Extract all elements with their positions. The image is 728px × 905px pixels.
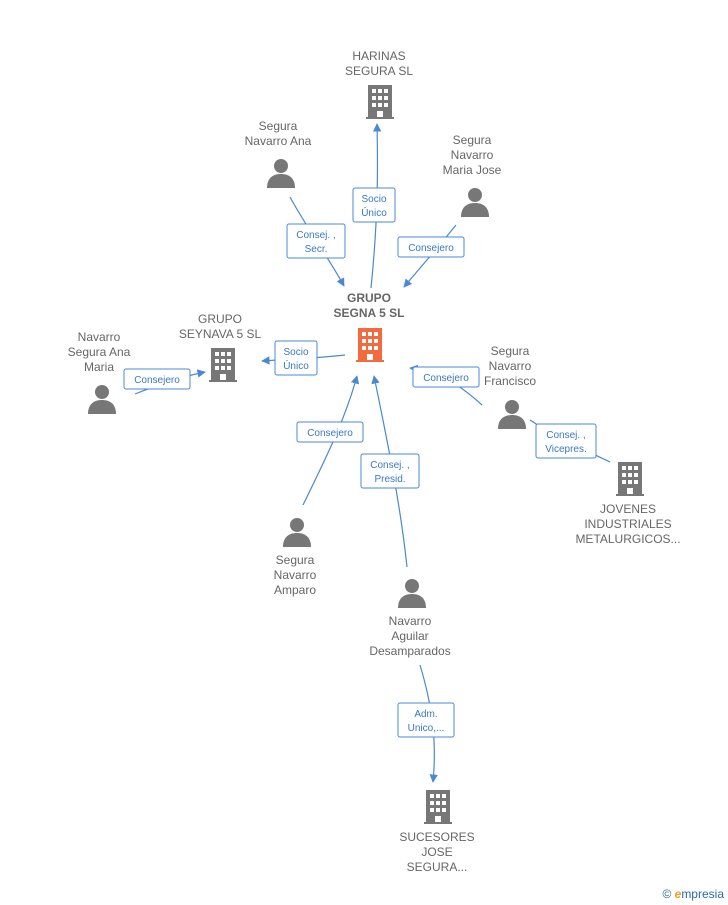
node-segura-francisco-label-1: Segura [491, 344, 530, 358]
empresia-watermark[interactable]: © empresia [662, 887, 724, 901]
relation-harinas-socio-line-2: Único [361, 206, 387, 219]
building-icon [424, 790, 452, 824]
node-segura-amparo-label-2: Navarro [274, 568, 317, 582]
person-icon [461, 188, 489, 217]
node-navarro-ana-maria-label-3: Maria [84, 360, 114, 374]
node-navarro-desamparados-label-2: Aguilar [391, 629, 428, 643]
relation-amparo-consejero[interactable]: Consejero [296, 421, 364, 443]
node-harinas[interactable]: HARINAS SEGURA SL [345, 49, 413, 119]
node-jovenes-label-3: METALURGICOS... [575, 532, 680, 546]
node-jovenes-label-1: JOVENES [600, 502, 656, 516]
relation-seynava-socio-line-1: Socio [283, 347, 308, 358]
relation-seynava-socio-line-2: Único [283, 359, 309, 372]
copyright-icon: © [662, 887, 672, 901]
relation-desamparados-adm-line-1: Adm. [414, 709, 437, 720]
relation-desamparados-adm[interactable]: Adm. Unico,... [397, 702, 455, 738]
node-segura-amparo-label-1: Segura [276, 553, 315, 567]
building-icon [209, 348, 237, 382]
node-sucesores-label-2: JOSE [421, 845, 452, 859]
node-navarro-ana-maria-label-1: Navarro [78, 330, 121, 344]
relation-francisco-consejero[interactable]: Consejero [412, 366, 480, 388]
node-harinas-label-2: SEGURA SL [345, 64, 413, 78]
relation-ana-maria-consejero[interactable]: Consejero [123, 368, 191, 390]
relation-harinas-socio-line-1: Socio [361, 194, 386, 205]
relation-maria-jose-consejero[interactable]: Consejero [397, 236, 465, 258]
node-sucesores[interactable]: SUCESORES JOSE SEGURA... [399, 790, 475, 874]
node-segura-maria-jose-label-2: Navarro [451, 148, 494, 162]
node-jovenes[interactable]: JOVENES INDUSTRIALES METALURGICOS... [575, 462, 681, 546]
node-segura-maria-jose-label-1: Segura [453, 133, 492, 147]
node-grupo-segna-label-1: GRUPO [347, 291, 391, 305]
relation-francisco-jovenes[interactable]: Consej. , Vicepres. [535, 423, 597, 459]
node-navarro-desamparados-label-3: Desamparados [369, 644, 450, 658]
relation-maria-jose-consejero-line-1: Consejero [408, 243, 454, 254]
node-segura-francisco-label-2: Navarro [489, 359, 532, 373]
node-harinas-label-1: HARINAS [352, 49, 405, 63]
node-sucesores-label-3: SEGURA... [407, 860, 468, 874]
node-grupo-segna[interactable]: GRUPO SEGNA 5 SL [334, 291, 405, 362]
node-segura-francisco[interactable]: Segura Navarro Francisco [484, 344, 536, 429]
node-grupo-seynava[interactable]: GRUPO SEYNAVA 5 SL [179, 312, 262, 382]
node-segura-ana-label-1: Segura [259, 119, 298, 133]
node-grupo-seynava-label-2: SEYNAVA 5 SL [179, 327, 262, 341]
relation-desamparados-adm-line-2: Unico,... [408, 723, 445, 734]
relation-ana-consej[interactable]: Consej. , Secr. [286, 223, 346, 259]
relation-francisco-jovenes-line-2: Vicepres. [545, 444, 587, 455]
empresia-logo-text: mpresia [681, 887, 724, 901]
node-segura-maria-jose-label-3: Maria Jose [443, 163, 502, 177]
node-segura-francisco-label-3: Francisco [484, 374, 536, 388]
node-segura-maria-jose[interactable]: Segura Navarro Maria Jose [443, 133, 502, 217]
relation-ana-consej-line-1: Consej. , [296, 230, 335, 241]
node-grupo-seynava-label-1: GRUPO [198, 312, 242, 326]
relation-ana-consej-line-2: Secr. [305, 244, 328, 255]
building-icon [366, 85, 394, 119]
relation-desamparados-presid[interactable]: Consej. , Presid. [360, 453, 420, 489]
node-segura-amparo-label-3: Amparo [274, 583, 316, 597]
node-segura-amparo[interactable]: Segura Navarro Amparo [274, 518, 317, 597]
node-segura-ana[interactable]: Segura Navarro Ana [245, 119, 312, 188]
building-icon [356, 328, 384, 362]
relation-seynava-socio[interactable]: Socio Único [274, 340, 318, 376]
relation-francisco-jovenes-line-1: Consej. , [546, 430, 585, 441]
building-icon [616, 462, 644, 496]
node-navarro-desamparados[interactable]: Navarro Aguilar Desamparados [369, 579, 451, 658]
node-navarro-desamparados-label-1: Navarro [389, 614, 432, 628]
person-icon [498, 400, 526, 429]
person-icon [88, 385, 116, 414]
relation-harinas-socio[interactable]: Socio Único [352, 187, 396, 223]
node-navarro-ana-maria-label-2: Segura Ana [68, 345, 131, 359]
node-sucesores-label-1: SUCESORES [399, 830, 474, 844]
person-icon [398, 579, 426, 608]
relation-desamparados-presid-line-1: Consej. , [370, 460, 409, 471]
node-segura-ana-label-2: Navarro Ana [245, 134, 312, 148]
node-grupo-segna-label-2: SEGNA 5 SL [334, 306, 405, 320]
person-icon [267, 159, 295, 188]
empresia-logo-initial: e [674, 887, 682, 901]
relation-francisco-consejero-line-1: Consejero [423, 373, 469, 384]
node-navarro-ana-maria[interactable]: Navarro Segura Ana Maria [68, 330, 131, 414]
relation-ana-maria-consejero-line-1: Consejero [134, 375, 180, 386]
relation-amparo-consejero-line-1: Consejero [307, 428, 353, 439]
person-icon [283, 518, 311, 547]
node-jovenes-label-2: INDUSTRIALES [584, 517, 671, 531]
relation-desamparados-presid-line-2: Presid. [374, 474, 405, 485]
